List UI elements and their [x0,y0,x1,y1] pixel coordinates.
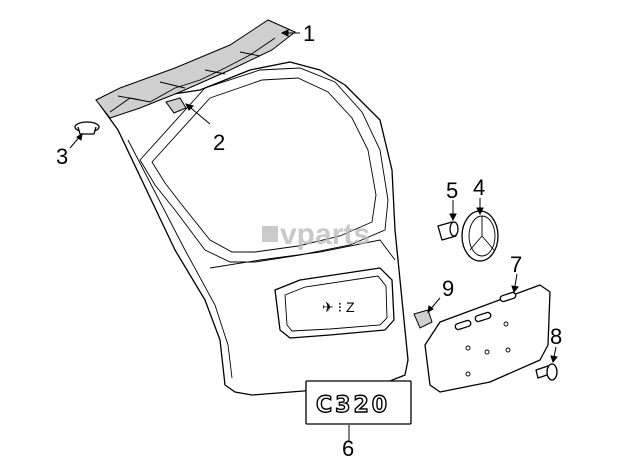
part-3-grommet [74,121,100,135]
part-6-badge: C320 [305,380,412,425]
callout-8: 8 [550,324,562,349]
callout-1: 1 [303,21,315,46]
callout-3: 3 [56,144,68,169]
svg-text:✈ ⁝ Z: ✈ ⁝ Z [322,299,355,315]
liftgate-shell: ✈ ⁝ Z [99,61,409,396]
callout-4: 4 [473,175,485,200]
callout-9: 9 [442,276,454,301]
callout-5: 5 [446,178,458,203]
part-2-clip [165,97,187,114]
badge-lettering: C320 [316,393,390,418]
leader-lines [69,29,558,441]
callout-6: 6 [342,436,354,461]
part-1-spoiler [95,19,296,119]
callout-2: 2 [213,130,225,155]
callout-7: 7 [510,252,522,277]
part-4-star-emblem [461,210,499,262]
watermark-logo: vparts [262,218,370,251]
part-5-emblem-clip [437,221,459,241]
part-7-plate-panel [424,284,551,393]
callout-labels: 1 2 3 4 5 6 7 8 9 [56,21,562,461]
watermark-text: vparts [280,218,370,251]
part-8-screw [535,363,558,381]
part-9-nut [413,309,433,329]
